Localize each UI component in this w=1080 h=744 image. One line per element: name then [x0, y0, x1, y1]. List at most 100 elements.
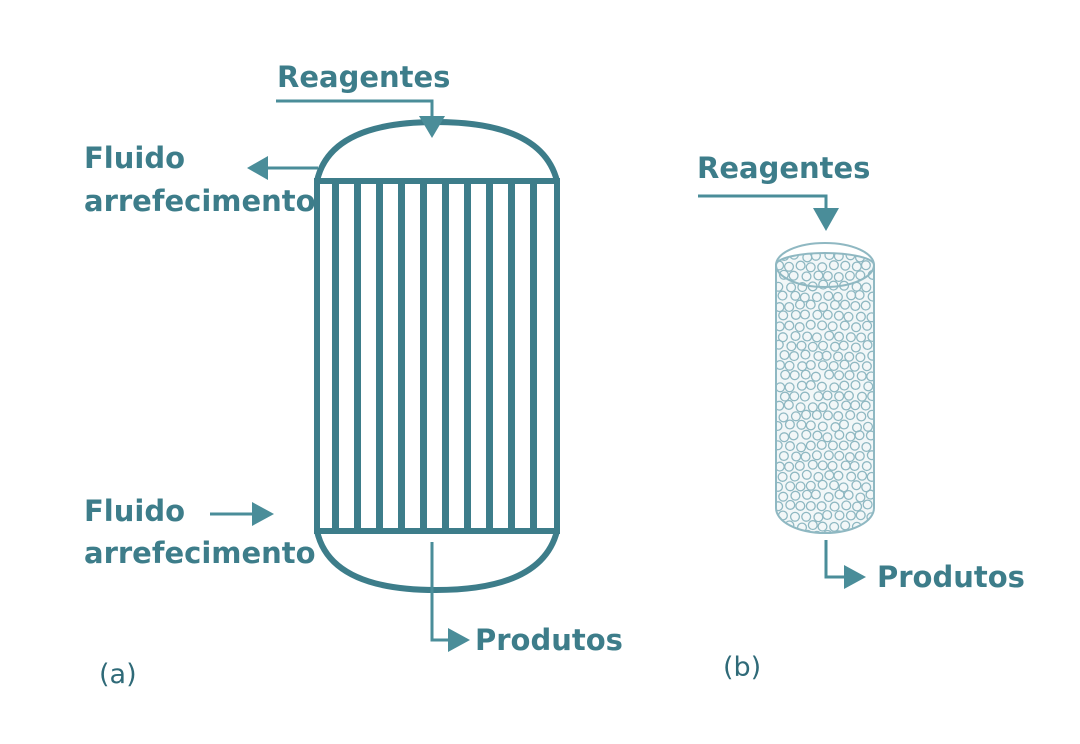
catalyst-bead [790, 290, 801, 301]
catalyst-bead [866, 312, 874, 323]
tube [508, 181, 515, 531]
catalyst-bead [795, 481, 806, 492]
catalyst-bead [805, 359, 816, 371]
catalyst-bead [846, 471, 857, 482]
tube [354, 181, 361, 531]
catalyst-bead [860, 260, 871, 271]
catalyst-bead [857, 470, 868, 481]
catalyst-bead [789, 511, 801, 522]
catalyst-bead [854, 529, 865, 533]
catalyst-bead [780, 369, 791, 380]
tube [464, 181, 471, 531]
tube [332, 181, 339, 531]
catalyst-bead [828, 260, 839, 271]
caption-a: (a) [99, 659, 137, 690]
catalyst-bead [784, 382, 795, 393]
catalyst-bead [844, 270, 855, 281]
catalyst-bead [776, 400, 785, 411]
catalyst-bead [845, 410, 856, 421]
catalyst-bead [822, 309, 833, 320]
catalyst-bead [866, 471, 874, 482]
catalyst-bead [817, 479, 828, 490]
catalyst-bead [855, 352, 866, 363]
catalyst-bead [817, 402, 828, 413]
catalyst-bead [812, 430, 823, 441]
catalyst-bead [811, 530, 822, 533]
catalyst-bead [855, 510, 866, 521]
catalyst-bead [833, 253, 844, 262]
catalyst-bead [776, 302, 785, 313]
catalyst-bead [866, 450, 874, 461]
catalyst-bead [789, 351, 800, 362]
catalyst-bead [867, 350, 874, 361]
catalyst-bead [805, 500, 816, 512]
catalyst-bead [805, 420, 816, 431]
catalyst-bead [861, 461, 872, 472]
catalyst-bead [862, 320, 873, 331]
coolant-out-label-line2: arrefecimento [84, 184, 316, 218]
catalyst-bead [823, 290, 834, 301]
catalyst-bead [801, 429, 812, 440]
catalyst-bead [788, 531, 799, 533]
catalyst-bead [850, 400, 861, 411]
catalyst-bead [827, 460, 838, 471]
product-arrow-b [824, 540, 866, 589]
catalyst-bead [805, 299, 816, 310]
catalyst-bead [838, 419, 850, 430]
catalyst-bead [805, 480, 816, 491]
catalyst-bead [834, 391, 845, 402]
catalyst-bead [784, 320, 795, 331]
catalyst-bead [823, 492, 834, 503]
catalyst-bead [817, 340, 829, 351]
catalyst-bead [801, 409, 812, 420]
catalyst-bead [850, 342, 861, 353]
coolant-in-label-line1: Fluido [84, 494, 185, 528]
catalyst-bead [860, 400, 871, 411]
catalyst-bead [800, 451, 811, 462]
catalyst-bead [807, 341, 818, 352]
catalyst-bead [829, 382, 840, 393]
catalyst-bead [811, 409, 822, 421]
catalyst-bead [778, 269, 789, 280]
catalyst-bead [839, 299, 851, 310]
catalyst-bead [863, 381, 874, 392]
catalyst-bead [816, 501, 827, 512]
catalyst-bead [844, 452, 855, 463]
tube [530, 181, 537, 531]
catalyst-bead [843, 311, 854, 322]
catalyst-bead [838, 340, 849, 351]
catalyst-bead [786, 282, 797, 293]
catalyst-bead [834, 370, 845, 381]
catalyst-bead [855, 311, 866, 322]
catalyst-bead [790, 411, 801, 422]
catalyst-bead [805, 440, 816, 451]
catalyst-bead [840, 260, 851, 271]
catalyst-bead [863, 241, 872, 250]
catalyst-bead [845, 332, 856, 343]
catalyst-bead [856, 391, 868, 402]
catalyst-bead [811, 450, 822, 461]
catalyst-bead [776, 321, 785, 332]
catalyst-bead [833, 351, 844, 362]
catalyst-bead [860, 300, 871, 311]
catalyst-bead [801, 271, 812, 282]
catalyst-bead [866, 371, 874, 382]
catalyst-bead [810, 253, 821, 261]
catalyst-bead [867, 331, 874, 343]
catalyst-bead [841, 500, 852, 511]
catalyst-bead [850, 379, 861, 391]
catalyst-bead [785, 481, 796, 492]
catalyst-bead [805, 262, 816, 273]
catalyst-bead [854, 289, 865, 301]
product-label-b: Produtos [877, 560, 1025, 594]
caption-b: (b) [723, 652, 761, 683]
tube [442, 181, 449, 531]
catalyst-bead [779, 349, 790, 361]
catalyst-bead [779, 531, 790, 533]
catalyst-bead [833, 411, 844, 422]
catalyst-bead [778, 310, 789, 321]
catalyst-bead [817, 421, 828, 432]
tube [398, 181, 405, 531]
catalyst-bead [829, 521, 840, 532]
